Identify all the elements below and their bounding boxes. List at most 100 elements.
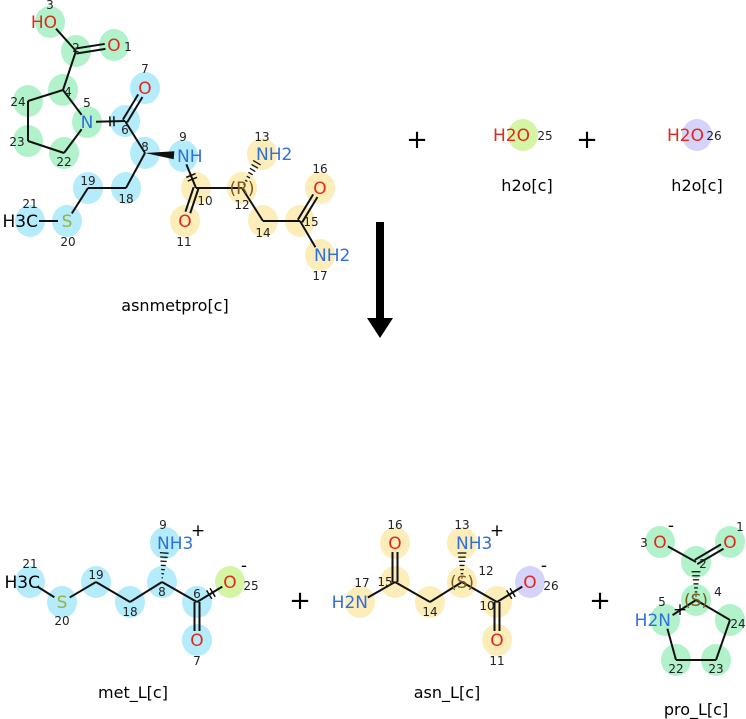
atom-number: 25	[537, 129, 552, 143]
atom-highlight	[170, 205, 200, 237]
bond	[715, 619, 731, 661]
plus-sign: +	[589, 586, 611, 616]
atom-highlight	[215, 566, 245, 598]
atom-number: 15	[377, 575, 392, 589]
atom-label: H2O	[493, 126, 530, 146]
atom-highlight	[47, 586, 77, 618]
atom-label: O	[178, 212, 191, 232]
atom-number: 2	[699, 557, 707, 571]
atom-number: 7	[141, 62, 149, 76]
atom-label: O	[523, 573, 536, 593]
atom-number: 17	[312, 269, 327, 283]
atom-label: NH3	[157, 534, 193, 554]
atom-number: 2	[72, 41, 80, 55]
atom-number: 13	[454, 518, 469, 532]
atom-label: HO	[31, 13, 57, 33]
molecule-name-h2o: h2o[c]	[671, 176, 722, 195]
molecule-name-asnmetpro: asnmetpro[c]	[121, 296, 228, 315]
bond	[159, 552, 169, 579]
atom-number: 6	[121, 123, 129, 137]
atom-highlight	[168, 140, 198, 172]
bond	[429, 581, 463, 603]
atom-number: 13	[254, 130, 269, 144]
atom-number: 18	[122, 605, 137, 619]
plus-sign: +	[576, 125, 598, 155]
bond	[62, 50, 77, 91]
atom-number: 20	[54, 614, 69, 628]
atom-label: O	[490, 631, 503, 651]
bond	[95, 116, 126, 127]
atom-highlight	[305, 239, 335, 271]
bond	[129, 581, 163, 603]
atom-number: 18	[118, 192, 133, 206]
atom-label: O	[388, 534, 401, 554]
atom-number: 12	[234, 198, 249, 212]
atom-number: 10	[197, 194, 212, 208]
atom-number: 1	[124, 40, 132, 54]
molecule-name-asn-l: asn_L[c]	[414, 683, 480, 703]
atom-label: (S)	[684, 591, 708, 611]
atom-label: NH2	[256, 145, 292, 165]
atom-number: 9	[159, 518, 167, 532]
atom-label: H2N	[332, 593, 368, 613]
atom-number: 17	[354, 576, 369, 590]
atom-highlight	[72, 106, 102, 138]
atom-number: 10	[479, 599, 494, 613]
atom-label: O	[190, 631, 203, 651]
atom-number: 11	[489, 654, 504, 668]
atom-label: S	[57, 593, 68, 613]
atom-number: 26	[543, 579, 558, 593]
atom-number: 4	[714, 585, 722, 599]
atom-number: 21	[22, 557, 37, 571]
bond	[391, 552, 399, 582]
bond	[241, 187, 264, 222]
bond	[55, 28, 77, 52]
bond	[666, 628, 677, 661]
bond	[367, 581, 396, 599]
atom-number: 22	[668, 662, 683, 676]
atom-number: 24	[730, 617, 745, 631]
atom-label: O	[313, 179, 326, 199]
bond	[394, 581, 431, 603]
atom-number: 6	[193, 587, 201, 601]
atom-number: 4	[64, 85, 72, 99]
atom-highlight	[52, 205, 82, 237]
atom-number: 7	[193, 654, 201, 668]
bond	[493, 602, 501, 631]
atom-label: NH2	[314, 246, 350, 266]
atom-label: (R)	[229, 179, 254, 199]
atom-number: 16	[387, 518, 402, 532]
atom-highlight	[15, 205, 45, 237]
bond	[125, 152, 146, 189]
atom-label: O	[223, 573, 236, 593]
plus-sign: +	[289, 586, 311, 616]
atom-number: 24	[10, 95, 25, 109]
atom-number: 25	[243, 579, 258, 593]
atom-highlight	[15, 566, 45, 598]
atom-number: 23	[9, 135, 24, 149]
bond	[63, 128, 83, 154]
bond	[62, 89, 83, 116]
atom-label: O	[107, 36, 120, 56]
atom-number: 8	[158, 585, 166, 599]
charge-sign: -	[541, 556, 547, 576]
atom-number: 22	[56, 155, 71, 169]
atom-label: S	[62, 212, 73, 232]
atom-highlight	[482, 624, 512, 656]
bond	[461, 581, 498, 603]
reaction-arrow	[367, 222, 393, 338]
atom-highlight	[99, 29, 129, 61]
bond	[37, 585, 55, 599]
bond	[145, 151, 175, 160]
atom-highlight	[645, 526, 675, 558]
atom-number: 1	[736, 520, 744, 534]
atom-number: 12	[478, 564, 493, 578]
atom-label: N	[81, 113, 94, 133]
atom-label: H3C	[5, 573, 40, 593]
atom-number: 21	[22, 197, 37, 211]
molecule-name-h2o: h2o[c]	[501, 176, 552, 195]
bond	[691, 571, 701, 597]
atom-number: 20	[60, 235, 75, 249]
atom-label: H2N	[635, 611, 671, 631]
